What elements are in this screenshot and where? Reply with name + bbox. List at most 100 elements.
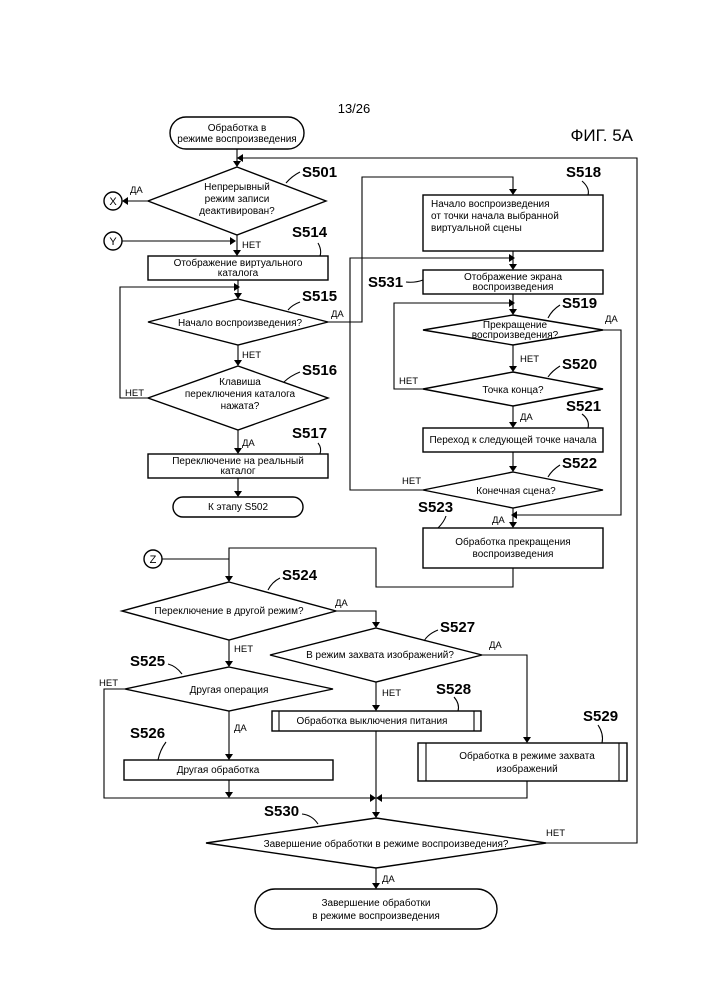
end-terminator [255, 889, 497, 929]
arrowhead [370, 794, 376, 802]
s522-line-1: Конечная сцена? [476, 486, 556, 497]
arrowhead [234, 491, 242, 497]
s516-line-2: переключения каталога [185, 389, 296, 400]
s501-label: S501 [302, 164, 337, 181]
s515-yes-label: ДА [331, 309, 344, 320]
edge [336, 611, 376, 623]
arrowhead [523, 737, 531, 743]
arrowhead [122, 197, 128, 205]
s527-text: В режим захвата изображений? [306, 649, 454, 661]
s528-label-leader [454, 697, 459, 711]
arrowhead [372, 622, 380, 628]
edge [382, 781, 527, 798]
s501-line-1: Непрерывный [204, 182, 270, 193]
s517-label: S517 [292, 425, 327, 442]
arrowhead [233, 161, 241, 167]
s517-line-2: каталог [220, 466, 255, 477]
s519-line-2: воспроизведения? [472, 330, 559, 341]
s501-line-2: режим записи [205, 194, 270, 205]
s515-text: Начало воспроизведения? [178, 318, 303, 329]
s527-label-leader [424, 630, 438, 641]
s528-line-1: Обработка выключения питания [297, 715, 448, 727]
arrowhead [509, 309, 517, 315]
arrowhead [509, 522, 517, 528]
s516-line-3: нажата? [221, 401, 260, 412]
s515-label-leader [288, 302, 300, 310]
s518-label: S518 [566, 164, 601, 181]
s531-label-leader [406, 280, 423, 282]
edge [482, 655, 527, 738]
s516-line-1: Клавиша [219, 377, 261, 388]
s522-yes-label: ДА [492, 515, 505, 526]
s520-label: S520 [562, 356, 597, 373]
s524-text: Переключение в другой режим? [154, 606, 304, 617]
s530-label-leader [302, 814, 318, 824]
s531-text: Отображение экранавоспроизведения [464, 271, 562, 293]
to-s502-text: К этапу S502 [208, 502, 269, 513]
arrowhead [509, 366, 517, 372]
s530-text: Завершение обработки в режиме воспроизве… [264, 838, 509, 850]
s525-line-1: Другая операция [190, 685, 269, 696]
s517-label-leader [318, 443, 321, 454]
s529-process [418, 743, 627, 781]
s501-no-label: НЕТ [242, 240, 261, 251]
s516-label: S516 [302, 362, 337, 379]
arrowhead [225, 754, 233, 760]
arrowhead [237, 154, 243, 162]
s514-line-2: каталога [218, 268, 259, 279]
s521-text: Переход к следующей точке начала [429, 435, 597, 446]
s524-yes-label: ДА [335, 598, 348, 609]
arrowhead [376, 794, 382, 802]
s522-text: Конечная сцена? [476, 486, 556, 497]
s524-label: S524 [282, 567, 318, 584]
arrowhead [225, 792, 233, 798]
s521-label-leader [582, 414, 588, 428]
s529-line-1: Обработка в режиме захвата [459, 750, 595, 762]
arrowhead [509, 254, 515, 262]
arrowhead [509, 299, 515, 307]
s516-yes-label: ДА [242, 438, 255, 449]
s522-no-label: НЕТ [402, 476, 421, 487]
arrowhead [234, 360, 242, 366]
s501-yes-label: ДА [130, 185, 143, 196]
arrowhead [234, 448, 242, 454]
end-line-2: в режиме воспроизведения [312, 911, 440, 922]
arrowhead [372, 883, 380, 889]
s530-yes-label: ДА [382, 874, 395, 885]
s527-no-label: НЕТ [382, 688, 401, 699]
s519-text: Прекращениевоспроизведения? [472, 320, 559, 341]
s518-line-2: от точки начала выбранной [431, 210, 559, 222]
s516-label-leader [284, 372, 300, 382]
s515-no-label: НЕТ [242, 350, 261, 361]
s526-label: S526 [130, 725, 165, 742]
s519-label: S519 [562, 295, 597, 312]
s515-label: S515 [302, 288, 337, 305]
s521-label: S521 [566, 398, 601, 415]
s526-text: Другая обработка [177, 764, 260, 776]
s528-label: S528 [436, 681, 471, 698]
arrowhead [234, 293, 242, 299]
s518-label-leader [582, 181, 588, 195]
s525-no-label: НЕТ [99, 678, 118, 689]
s519-label-leader [548, 305, 560, 318]
s525-label-leader [168, 664, 182, 674]
s520-text: Точка конца? [482, 385, 544, 396]
connector-y-label: Y [109, 236, 117, 248]
s518-line-1: Начало воспроизведения [431, 199, 550, 210]
s529-label: S529 [583, 708, 618, 725]
arrowhead [372, 705, 380, 711]
s527-label: S527 [440, 619, 475, 636]
s523-label: S523 [418, 499, 453, 516]
to-s502-line-1: К этапу S502 [208, 502, 269, 513]
s521-line-1: Переход к следующей точке начала [429, 435, 597, 446]
s520-no-label: НЕТ [399, 376, 418, 387]
connector-x-label: X [109, 196, 117, 208]
arrowhead [234, 283, 240, 291]
s524-label-leader [268, 578, 280, 590]
s523-line-2: воспроизведения [473, 549, 554, 560]
s530-line-1: Завершение обработки в режиме воспроизве… [264, 838, 509, 850]
s527-yes-label: ДА [489, 640, 502, 651]
s527-line-1: В режим захвата изображений? [306, 649, 454, 661]
start-line-2: режиме воспроизведения [177, 134, 296, 145]
